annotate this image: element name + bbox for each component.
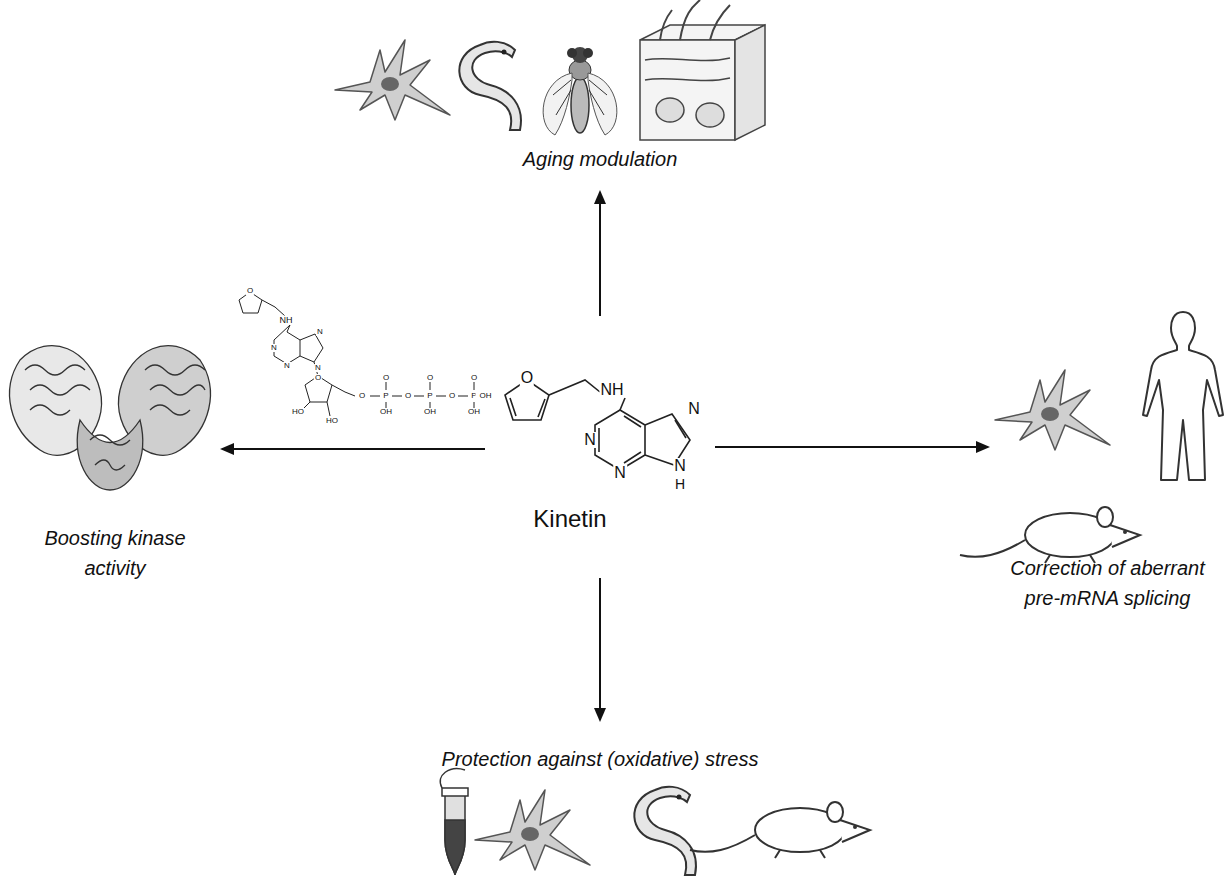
atom-label: HO [291,408,305,416]
atom-label: O [520,370,534,386]
atom-label: O [314,374,322,382]
atom-label: OH [467,408,481,416]
effect-group: Boosting kinase activity [10,320,220,585]
effect-group: Protection against (oxidative) stress [400,722,800,882]
atom-label: N [314,364,322,372]
atom-label: N [687,401,701,417]
atom-label: O [246,287,254,295]
effect-arrow [594,190,606,316]
effect-group: Aging modulation [410,20,790,190]
arrow-line [230,448,485,450]
arrow-line [715,446,980,448]
atom-label: OH [423,408,437,416]
atom-label: NH [599,382,624,398]
atom-label: P [382,392,389,400]
atom-label: O [426,374,434,382]
atom-label: OH [476,392,493,400]
molecule-name: Kinetin [495,504,645,534]
atom-label: N [283,362,291,370]
atom-label: O [404,392,412,400]
arrowhead [220,443,234,455]
atom-label: O [470,374,478,382]
atom-label: N [673,458,687,474]
arrow-line [599,578,601,712]
arrow-line [599,200,601,316]
atom-label: N [583,432,597,448]
effect-label: Correction of aberrant pre-mRNA splicing [990,553,1225,613]
arrowhead [594,190,606,204]
effect-label: Protection against (oxidative) stress [400,744,800,774]
atom-label: NH [279,316,294,325]
atom-label: O [448,392,456,400]
atom-label: H [674,477,686,491]
effect-arrow [594,578,606,722]
effect-label: Boosting kinase activity [20,523,210,583]
atom-label: O [358,392,366,400]
effect-label: Aging modulation [410,144,790,174]
atom-label: N [316,328,324,336]
atom-label: P [426,392,433,400]
effect-group: Correction of aberrant pre-mRNA splicing [990,300,1225,620]
atom-label: HO [325,417,339,425]
atom-label: N [613,465,627,481]
atom-label: N [270,344,278,352]
atom-label: O [382,374,390,382]
arrowhead [594,708,606,722]
molecule-node: Kinetin [485,316,715,578]
effect-arrow [220,443,485,455]
atom-label: OH [379,408,393,416]
effect-arrow [715,441,990,453]
arrowhead [976,441,990,453]
